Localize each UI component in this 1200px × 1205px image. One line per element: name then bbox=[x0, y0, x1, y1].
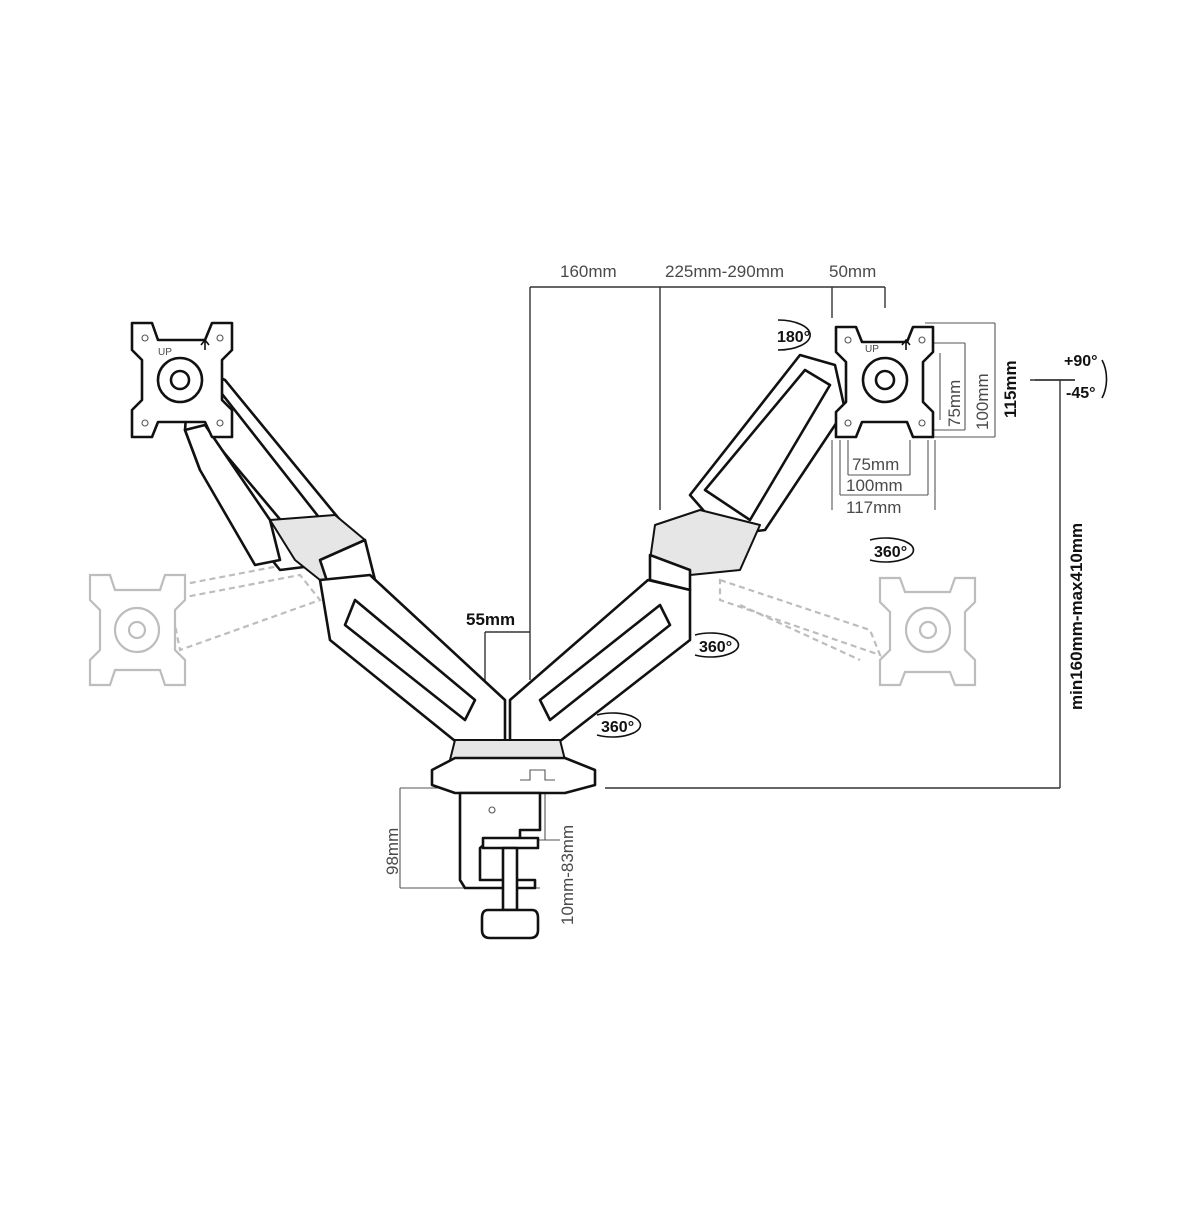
up-mark-left: UP bbox=[158, 347, 172, 358]
dimension-labels: 160mm 225mm-290mm 50mm 55mm 75mm 100mm 1… bbox=[383, 262, 1086, 925]
rotation-arrows bbox=[596, 319, 1108, 738]
vesa-h-75-label: 75mm bbox=[852, 455, 899, 474]
rotation-labels: 180° +90° -45° 360° 360° 360° bbox=[601, 329, 1098, 736]
vesa-h-117-label: 117mm bbox=[846, 498, 901, 517]
mount-offset-label: 50mm bbox=[829, 262, 876, 281]
right-arm: UP bbox=[648, 325, 935, 592]
vesa-v-100-label: 100mm bbox=[973, 373, 992, 430]
tilt-up-label: +90° bbox=[1064, 353, 1098, 370]
offset-center-label: 160mm bbox=[560, 262, 617, 281]
left-arm: UP bbox=[130, 321, 377, 592]
swivel-elbow-label: 360° bbox=[699, 639, 732, 656]
center-pole bbox=[318, 573, 692, 940]
clamp-height-label: 98mm bbox=[383, 828, 402, 875]
vesa-v-115-label: 115mm bbox=[1001, 360, 1020, 418]
arm-reach-label: 225mm-290mm bbox=[665, 262, 784, 281]
up-mark-right: UP bbox=[865, 344, 879, 355]
vesa-h-100-label: 100mm bbox=[846, 476, 903, 495]
dimension-lines bbox=[399, 286, 1075, 889]
head-rotation-label: 180° bbox=[777, 329, 810, 346]
ghost-left-arm bbox=[88, 558, 322, 687]
swivel-base-label: 360° bbox=[601, 719, 634, 736]
pole-width-label: 55mm bbox=[466, 610, 515, 629]
vesa-v-75-label: 75mm bbox=[945, 380, 964, 427]
desk-thickness-label: 10mm-83mm bbox=[558, 825, 577, 925]
height-range-label: min160mm-max410mm bbox=[1067, 523, 1086, 710]
ghost-right-arm bbox=[718, 576, 977, 687]
tilt-down-label: -45° bbox=[1066, 385, 1096, 402]
swivel-head-label: 360° bbox=[874, 544, 907, 561]
